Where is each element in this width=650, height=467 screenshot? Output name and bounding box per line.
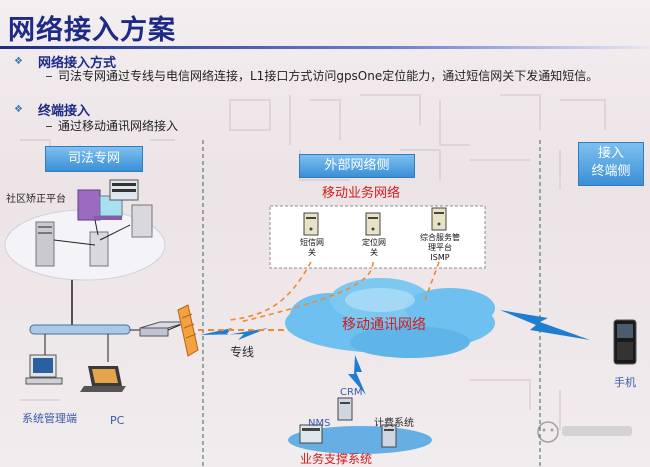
lan-bus-icon: [29, 324, 131, 335]
diamond-bullet-icon: ❖: [14, 56, 23, 67]
rack-server-icon: [109, 179, 139, 201]
diamond-bullet-icon: ❖: [14, 104, 23, 115]
label-billing: 计费系统: [374, 418, 414, 429]
connection-line: [167, 324, 181, 331]
server-icon: [131, 204, 153, 238]
connection-line: [53, 239, 96, 246]
location-link-line: [239, 261, 374, 323]
desktop-pc-icon: [25, 354, 63, 385]
connection-line: [94, 219, 99, 236]
label-system-management: 系统管理端: [22, 412, 77, 425]
label-business-support: 业务支撑系统: [300, 452, 373, 466]
ismp-server-icon: [431, 207, 447, 231]
bullet-heading-access: 网络接入方式: [38, 56, 117, 71]
dash-bullet-icon: [46, 126, 52, 127]
label-mobile-business-network: 移动业务网络: [322, 186, 401, 201]
page-title: 网络接入方案: [8, 15, 176, 46]
purple-workstation-icon: [77, 189, 123, 221]
label-nms: NMS: [308, 418, 331, 429]
server-icon: [89, 231, 109, 267]
zone-terminal-access: 接入 终端侧: [578, 142, 644, 186]
mobile-network-cloud-icon: [285, 278, 495, 358]
billing-server-icon: [381, 424, 397, 448]
nms-server-icon: [299, 424, 323, 444]
firewall-icon: [177, 304, 199, 357]
label-community-platform: 社区矫正平台: [6, 194, 66, 205]
label-phone: 手机: [614, 376, 636, 389]
laptop-icon: [80, 366, 126, 392]
tower-server-icon: [35, 221, 55, 267]
bullet-heading-terminal: 终端接入: [38, 104, 91, 119]
bullet-text-access: 司法专网通过专线与电信网络连接，L1接口方式访问gpsOne定位能力，通过短信网…: [46, 68, 644, 84]
label-private-line: 专线: [230, 345, 255, 359]
zone-external-network: 外部网络侧: [299, 154, 415, 178]
label-location-gateway: 定位网关: [362, 238, 386, 257]
watermark-icon: [537, 421, 632, 443]
dash-bullet-icon: [46, 76, 52, 77]
sms-link-line: [229, 261, 312, 321]
sms-gateway-server-icon: [303, 212, 319, 236]
label-mobile-communication-network: 移动通讯网络: [342, 317, 426, 333]
label-sms-gateway: 短信网关: [300, 238, 324, 257]
title-underline: [0, 46, 650, 49]
bullet-text-terminal: 通过移动通讯网络接入: [46, 118, 178, 134]
support-link-bolt-icon: [348, 355, 366, 395]
crm-server-icon: [337, 397, 353, 421]
location-gateway-server-icon: [365, 212, 381, 236]
ismp-link-line: [424, 261, 440, 301]
wireless-link-bolt-icon: [500, 310, 590, 340]
mobile-phone-icon: [613, 319, 637, 365]
label-pc: PC: [110, 414, 125, 427]
label-ismp: 综合服务管理平台ISMP: [420, 233, 460, 262]
zone-judicial-network: 司法专网: [45, 146, 143, 172]
connection-line: [99, 224, 131, 241]
label-crm: CRM: [340, 387, 363, 398]
